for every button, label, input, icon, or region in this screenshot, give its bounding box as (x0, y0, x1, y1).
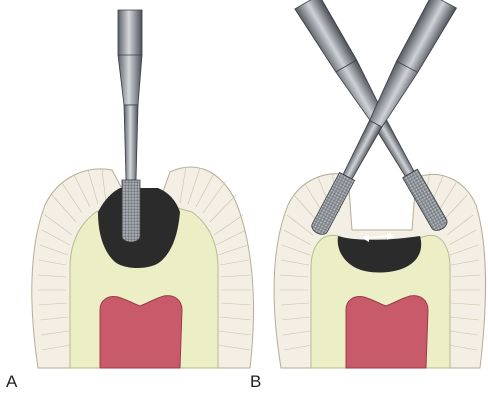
bur-shank-a (117, 9, 143, 106)
panel-label-a: A (6, 372, 18, 391)
bur-diamond-tip-a (121, 179, 141, 243)
pulp-a (99, 295, 183, 369)
panel-a (31, 9, 254, 369)
double-headed-arrow-icon (362, 232, 394, 242)
bur-neck-a (123, 104, 139, 181)
bur-angled-right (311, 0, 458, 235)
panel-b (273, 0, 487, 369)
cavity-preparation-b (337, 236, 422, 273)
enamel-striations-a (37, 166, 252, 351)
pulp-b (345, 295, 429, 369)
panel-label-b: B (250, 372, 262, 391)
